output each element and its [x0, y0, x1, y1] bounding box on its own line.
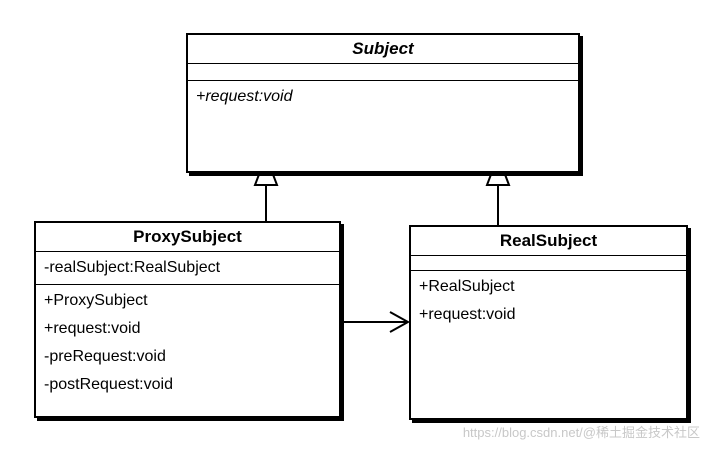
attributes-subject [188, 64, 578, 81]
operation-realsubject: +RealSubject [419, 278, 515, 295]
operation-prerequest: -preRequest:void [44, 348, 166, 365]
operation-request: +request:void [419, 306, 516, 323]
class-name-proxysubject: ProxySubject [36, 223, 339, 252]
attributes-realsubject [411, 256, 686, 271]
attribute-realsubject: -realSubject:RealSubject [44, 259, 221, 276]
operations-subject: +request:void [188, 81, 578, 113]
class-subject[interactable]: Subject +request:void [186, 33, 580, 173]
operations-proxysubject: +ProxySubject +request:void -preRequest:… [36, 285, 339, 401]
operation-request: +request:void [196, 88, 293, 105]
class-name-realsubject: RealSubject [411, 227, 686, 256]
attributes-proxysubject: -realSubject:RealSubject [36, 252, 339, 285]
association-arrowhead [389, 311, 411, 333]
operations-realsubject: +RealSubject +request:void [411, 271, 686, 331]
watermark: https://blog.csdn.net/@稀土掘金技术社区 [462, 425, 700, 440]
class-realsubject[interactable]: RealSubject +RealSubject +request:void [409, 225, 688, 420]
class-proxysubject[interactable]: ProxySubject -realSubject:RealSubject +P… [34, 221, 341, 418]
operation-postrequest: -postRequest:void [44, 376, 173, 393]
operation-proxysubject: +ProxySubject [44, 292, 148, 309]
operation-request: +request:void [44, 320, 141, 337]
class-name-subject: Subject [188, 35, 578, 64]
